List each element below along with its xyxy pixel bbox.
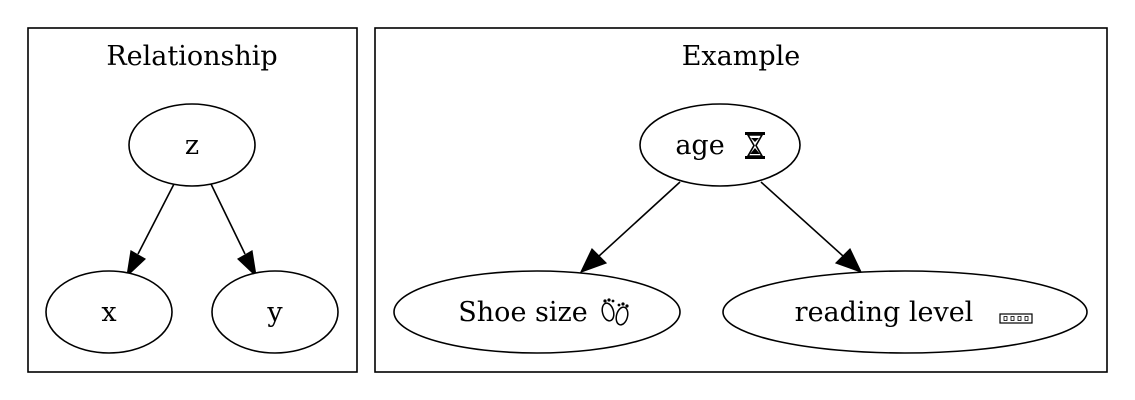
edge-age-reading-level [760,181,863,274]
arrow-head [236,250,257,278]
cluster-example-title: Example [682,41,801,72]
cluster-relationship-border [27,27,358,373]
arrow-head [579,247,608,274]
node-y-label: y [266,297,283,328]
edge-age-shoe-size [579,181,681,274]
cluster-relationship: Relationship [27,27,358,373]
books-icon [999,313,1033,324]
node-x: x [45,270,173,354]
arrow-head [834,247,863,274]
arrow-head [126,250,147,278]
node-shoe-size-label: Shoe size [458,297,587,328]
node-age: age [639,103,801,187]
node-z-label: z [185,130,199,161]
cluster-relationship-title: Relationship [106,41,277,72]
edge-z-y [210,183,257,278]
node-shoe-size: Shoe size [393,270,681,354]
node-reading-level-label: reading level [795,297,974,328]
node-y: y [211,270,339,354]
node-reading-level: reading level [722,270,1088,354]
hourglass-icon [745,132,765,159]
cluster-example: Example [374,27,1108,373]
node-age-label: age [675,130,724,161]
edge-z-x [126,183,175,278]
footprints-icon [601,298,629,326]
node-z: z [128,103,256,187]
cluster-example-border [374,27,1108,373]
node-x-label: x [101,297,116,328]
